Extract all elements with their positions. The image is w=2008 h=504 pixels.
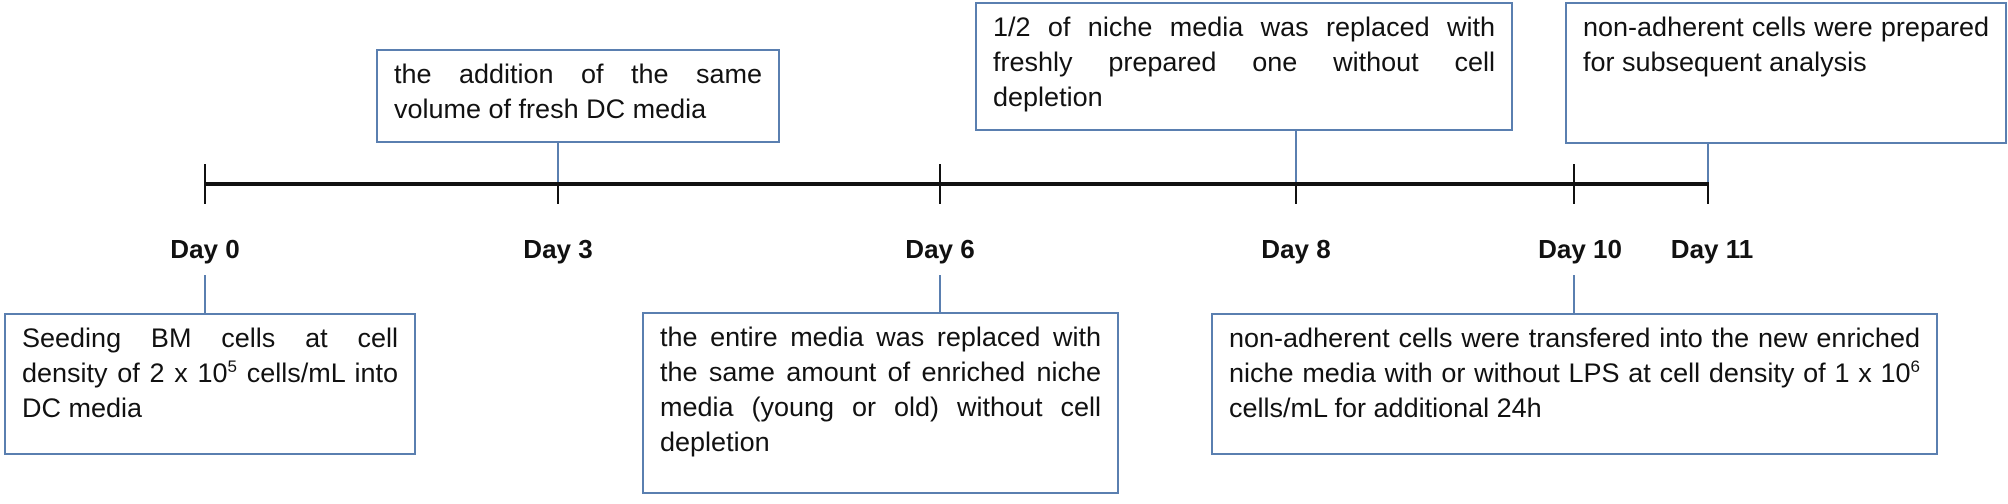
note-text-day11: non-adherent cells were prepared for sub… — [1583, 12, 1989, 77]
tick-day0 — [204, 164, 206, 204]
day-label-3: Day 3 — [523, 234, 593, 264]
note-text-day10: non-adherent cells were transfered into … — [1229, 321, 1920, 426]
tick-day11 — [1707, 164, 1709, 204]
day-label-0: Day 0 — [170, 234, 240, 264]
note-text-day0-exponent: 5 — [227, 356, 237, 376]
tick-day3 — [557, 164, 559, 204]
day-label-11: Day 11 — [1670, 234, 1754, 264]
note-text-day10-part2: cells/mL for additional 24h — [1229, 393, 1542, 423]
day-label-8: Day 8 — [1261, 234, 1331, 264]
note-box-day10: non-adherent cells were transfered into … — [1211, 313, 1938, 455]
note-text-day3: the addition of the same volume of fresh… — [394, 59, 762, 124]
stem-day0 — [204, 275, 206, 315]
note-text-day6: the entire media was replaced with the s… — [660, 322, 1101, 457]
note-box-day6: the entire media was replaced with the s… — [642, 312, 1119, 494]
timeline-axis — [205, 182, 1707, 186]
note-box-day11: non-adherent cells were prepared for sub… — [1565, 2, 2007, 144]
stem-day3 — [557, 142, 559, 182]
day-label-10: Day 10 — [1538, 234, 1622, 264]
note-text-day10-exponent: 6 — [1910, 356, 1920, 376]
note-box-day8: 1/2 of niche media was replaced with fre… — [975, 2, 1513, 131]
stem-day10 — [1573, 275, 1575, 315]
tick-day8 — [1295, 164, 1297, 204]
tick-day6 — [939, 164, 941, 204]
day-label-6: Day 6 — [905, 234, 975, 264]
note-text-day8: 1/2 of niche media was replaced with fre… — [993, 12, 1495, 112]
stem-day8 — [1295, 130, 1297, 182]
note-box-day3: the addition of the same volume of fresh… — [376, 49, 780, 143]
note-box-day0: Seeding BM cells at cell density of 2 x … — [4, 313, 416, 455]
tick-day10 — [1573, 164, 1575, 204]
note-text-day0-part2: cells/mL into DC media — [22, 358, 399, 423]
note-text-day0: Seeding BM cells at cell density of 2 x … — [22, 321, 398, 426]
stem-day11 — [1707, 143, 1709, 182]
note-text-day10-part1: non-adherent cells were transfered into … — [1229, 323, 1920, 388]
stem-day6 — [939, 275, 941, 314]
note-text-day0-part1: Seeding BM cells at cell density of 2 x … — [22, 323, 398, 388]
